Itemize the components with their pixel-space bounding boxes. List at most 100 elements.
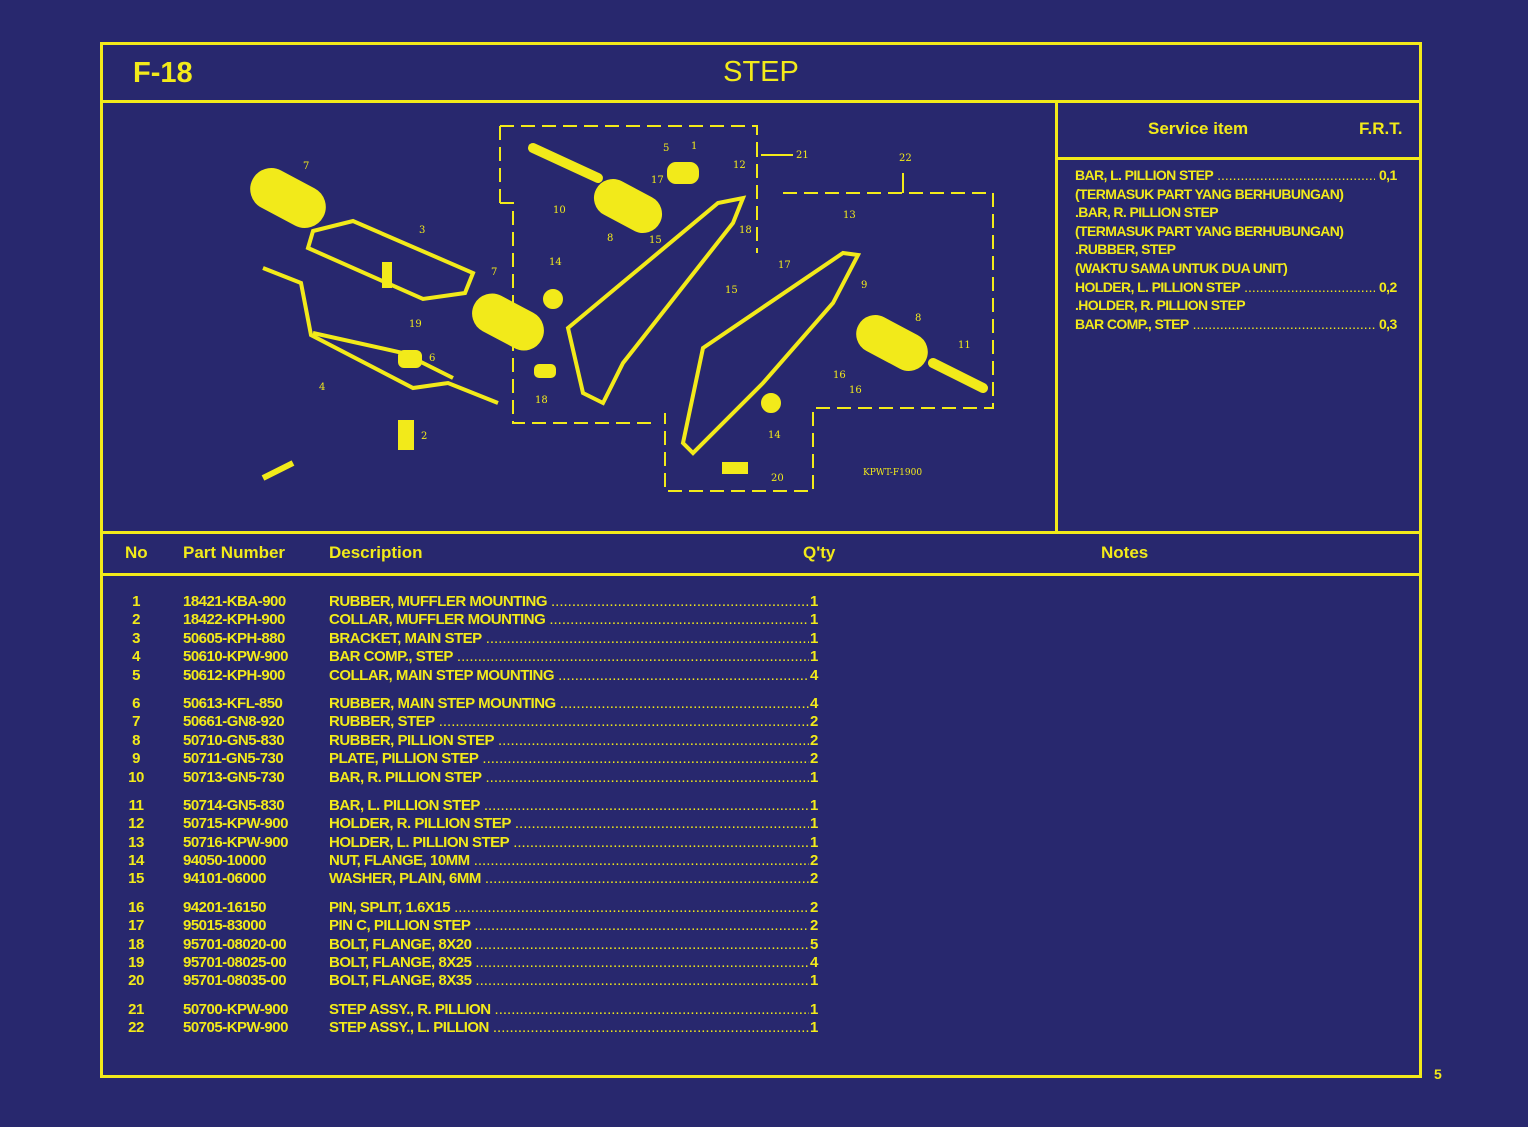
- step-rubber-7b: [472, 293, 544, 351]
- row-no: 9: [132, 750, 140, 768]
- row-no: 18: [128, 935, 144, 953]
- frt-header: F.R.T.: [1359, 119, 1403, 138]
- row-part-number: 95701-08020-00: [183, 935, 287, 953]
- bolt-18: [382, 262, 392, 288]
- col-header-qty: Q'ty: [803, 543, 836, 562]
- svg-text:15: 15: [649, 235, 662, 246]
- exploded-diagram: 7 3 4 7 10 8 5 1 17 15 12 21 22 13 18 14…: [250, 125, 994, 492]
- svg-text:10: 10: [553, 205, 566, 216]
- row-qty: 2: [810, 852, 818, 870]
- svg-text:14: 14: [768, 430, 781, 441]
- row-qty: 1: [810, 768, 818, 786]
- svg-text:7: 7: [491, 267, 497, 278]
- pillion-bar-10: [528, 143, 603, 183]
- row-description: BRACKET, MAIN STEP: [329, 630, 809, 648]
- nut-14a: [543, 289, 563, 309]
- row-qty: 2: [810, 898, 818, 916]
- row-qty: 1: [810, 593, 818, 610]
- row-qty: 2: [810, 713, 818, 731]
- group-spacer: [103, 889, 903, 899]
- row-part-number: 94101-06000: [183, 870, 266, 888]
- service-row: .HOLDER, R. PILLION STEP: [1075, 297, 1246, 314]
- service-row: (WAKTU SAMA UNTUK DUA UNIT): [1075, 259, 1288, 276]
- step-bar-4: [262, 266, 499, 405]
- svg-text:14: 14: [549, 257, 562, 268]
- row-part-number: 50613-KFL-850: [183, 694, 283, 712]
- row-part-number: 50713-GN5-730: [183, 768, 285, 786]
- svg-text:8: 8: [915, 313, 921, 324]
- group-spacer: [103, 991, 903, 1001]
- row-qty: 1: [810, 796, 818, 814]
- row-description: HOLDER, L. PILLION STEP: [329, 834, 809, 852]
- diagram-divider: [1055, 103, 1058, 531]
- row-no: 20: [128, 972, 144, 990]
- col-header-part-number: Part Number: [183, 543, 286, 562]
- row-qty: 4: [810, 666, 818, 684]
- row-description: HOLDER, R. PILLION STEP: [329, 815, 809, 833]
- row-no: 3: [132, 629, 140, 647]
- svg-text:15: 15: [725, 285, 738, 296]
- table-header-divider: [103, 573, 1419, 576]
- row-no: 14: [128, 852, 144, 870]
- service-row: .RUBBER, STEP: [1075, 241, 1176, 258]
- row-description: PLATE, PILLION STEP: [329, 750, 809, 768]
- service-row: BAR, L. PILLION STEP0,1: [1075, 166, 1405, 185]
- row-description: BAR COMP., STEP: [329, 648, 809, 666]
- row-no: 17: [128, 917, 144, 935]
- row-description: RUBBER, STEP: [329, 713, 809, 731]
- col-header-no: No: [125, 543, 148, 562]
- row-description: RUBBER, PILLION STEP: [329, 732, 809, 750]
- row-description: WASHER, PLAIN, 6MM: [329, 870, 809, 888]
- collar-6: [398, 350, 422, 368]
- row-no: 10: [128, 768, 144, 786]
- svg-text:19: 19: [409, 319, 422, 330]
- svg-text:17: 17: [651, 175, 664, 186]
- row-no: 13: [128, 833, 144, 851]
- svg-text:KPWT-F1900: KPWT-F1900: [863, 468, 922, 478]
- row-qty: 2: [810, 917, 818, 935]
- row-description: RUBBER, MAIN STEP MOUNTING: [329, 695, 809, 713]
- svg-text:16: 16: [833, 370, 846, 381]
- group-spacer: [103, 685, 903, 695]
- row-qty: 2: [810, 870, 818, 888]
- header-divider: [103, 100, 1419, 103]
- row-no: 8: [132, 731, 140, 749]
- svg-text:3: 3: [419, 225, 425, 236]
- svg-text:13: 13: [843, 210, 856, 221]
- bolt-18b: [534, 364, 556, 378]
- svg-text:20: 20: [771, 473, 784, 484]
- main-step-bracket-3: [305, 218, 476, 302]
- svg-text:7: 7: [303, 161, 309, 172]
- row-qty: 1: [810, 629, 818, 647]
- row-qty: 1: [810, 815, 818, 833]
- row-part-number: 18421-KBA-900: [183, 593, 286, 610]
- service-item-header: Service item: [1148, 119, 1249, 138]
- svg-text:21: 21: [796, 150, 809, 161]
- service-row: (TERMASUK PART YANG BERHUBUNGAN): [1075, 185, 1344, 202]
- row-description: STEP ASSY., L. PILLION: [329, 1019, 809, 1037]
- row-description: RUBBER, MUFFLER MOUNTING: [329, 593, 809, 611]
- row-part-number: 95015-83000: [183, 917, 266, 935]
- row-qty: 5: [810, 935, 818, 953]
- svg-text:2: 2: [421, 431, 427, 442]
- row-no: 1: [132, 593, 140, 610]
- row-part-number: 50610-KPW-900: [183, 648, 288, 666]
- parts-sheet: F-18 STEP: [100, 42, 1422, 1078]
- row-qty: 2: [810, 731, 818, 749]
- service-row: .BAR, R. PILLION STEP: [1075, 204, 1219, 221]
- row-no: 22: [128, 1019, 144, 1037]
- svg-text:12: 12: [733, 160, 746, 171]
- service-row: (TERMASUK PART YANG BERHUBUNGAN): [1075, 222, 1344, 239]
- row-description: BOLT, FLANGE, 8X35: [329, 972, 809, 990]
